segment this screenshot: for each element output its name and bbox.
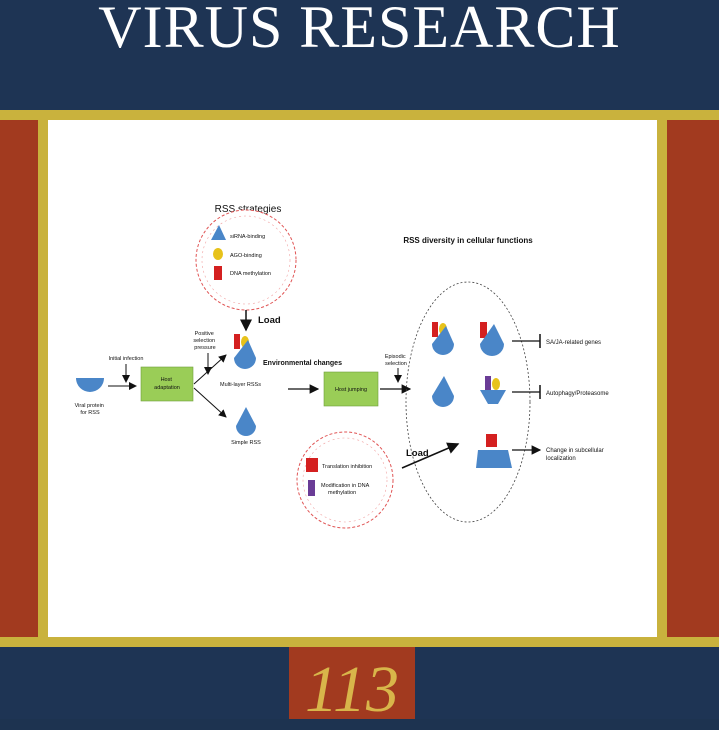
gold-rule-top bbox=[0, 110, 719, 120]
load-label-bottom: Load bbox=[406, 448, 429, 459]
initial-infection-label: Initial infection bbox=[109, 356, 144, 362]
host-adaptation-box bbox=[140, 366, 194, 402]
autophagy-variant-icon bbox=[480, 376, 506, 404]
function-label-3: Change in subcellular localization bbox=[546, 448, 605, 462]
episodic-selection-label: Episodic selection bbox=[385, 354, 407, 367]
bottom-strategy-2: Modification in DNA methylation bbox=[321, 483, 371, 496]
volume-box bbox=[289, 647, 415, 719]
viral-protein-label: Viral protein for RSS bbox=[75, 403, 106, 416]
multilayer-variant-1-icon bbox=[432, 322, 454, 355]
ago-ellipse-icon bbox=[213, 248, 223, 260]
gold-rule-bottom bbox=[0, 637, 719, 647]
strategy-label-2: AGO-binding bbox=[230, 253, 262, 259]
diversity-ellipse bbox=[405, 281, 531, 523]
modification-rect-icon bbox=[308, 480, 315, 496]
strategy-label-3: DNA methylation bbox=[230, 271, 271, 277]
viral-protein-icon bbox=[76, 378, 104, 392]
volume-number: 113 bbox=[304, 653, 400, 726]
arrow-to-multilayer bbox=[193, 354, 227, 385]
host-jumping-label: Host jumping bbox=[335, 387, 367, 393]
multilayer-rss-icon bbox=[234, 334, 256, 369]
gold-rule-left bbox=[38, 120, 48, 637]
gold-rule-right bbox=[657, 120, 667, 637]
localization-variant-icon bbox=[476, 434, 512, 468]
multilayer-label: Multi-layer RSSs bbox=[220, 382, 261, 388]
positive-selection-label: Positive selection pressure bbox=[193, 331, 216, 351]
strategies-burst: RSS strategies siRNA-binding AGO-binding… bbox=[195, 204, 297, 311]
simple-variant-icon bbox=[432, 376, 454, 407]
env-changes-label: Environmental changes bbox=[263, 360, 342, 367]
bottom-strategy-1: Translation inhibition bbox=[322, 464, 372, 470]
host-jumping-box bbox=[323, 371, 379, 407]
sirna-triangle-icon bbox=[211, 225, 226, 240]
function-label-2: Autophagy/Proteasome bbox=[546, 391, 609, 397]
left-side-band bbox=[0, 120, 38, 637]
journal-title: VIRUS RESEARCH bbox=[98, 0, 621, 60]
load-arrow-bottom bbox=[401, 442, 460, 469]
figure-panel: RSS strategies siRNA-binding AGO-binding… bbox=[48, 120, 657, 637]
load-label-top: Load bbox=[258, 315, 281, 326]
diversity-title: RSS diversity in cellular functions bbox=[403, 236, 533, 245]
simple-rss-icon bbox=[236, 407, 256, 436]
rss-figure: RSS strategies siRNA-binding AGO-binding… bbox=[75, 204, 609, 529]
strategy-label-1: siRNA-binding bbox=[230, 234, 265, 240]
header-band bbox=[0, 0, 719, 110]
translation-rect-icon bbox=[306, 458, 318, 472]
function-label-1: SA/JA-related genes bbox=[546, 340, 601, 346]
host-adaptation-label: Host adaptation bbox=[154, 377, 180, 391]
bottom-strategies-burst: Translation inhibition Modification in D… bbox=[296, 431, 394, 529]
methylation-rect-icon bbox=[214, 266, 222, 280]
simple-rss-label: Simple RSS bbox=[231, 440, 261, 446]
multilayer-variant-2-icon bbox=[480, 322, 504, 356]
strategies-title: RSS strategies bbox=[215, 204, 282, 215]
arrow-to-simple bbox=[193, 387, 227, 418]
right-side-band bbox=[667, 120, 719, 637]
